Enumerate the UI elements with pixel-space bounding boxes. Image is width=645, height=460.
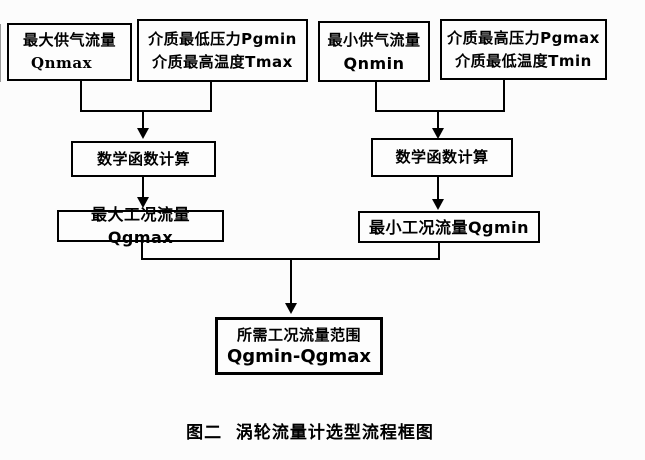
connector-left-to-math — [142, 112, 144, 130]
box-min-working-flow: 最小工况流量Qgmin — [358, 211, 540, 243]
connector-left-join — [80, 110, 212, 112]
connector-merge-join — [141, 258, 440, 260]
box-min-supply-flow-label: 最小供气流量 — [327, 30, 421, 49]
box-min-working-flow-label: 最小工况流量Qgmin — [368, 217, 530, 237]
box-math-function-right-label: 数学函数计算 — [395, 148, 489, 166]
box-max-working-flow: 最大工况流量Qgmax — [57, 205, 224, 247]
box-math-function-left: 数学函数计算 — [71, 141, 216, 177]
connector-pgmax-down — [503, 80, 505, 112]
box-max-supply-flow-label: 最大供气流量 — [22, 31, 116, 49]
box-min-pressure-label: 介质最低压力Pgmin — [148, 29, 297, 48]
box-min-pressure-max-temp: 介质最低压力Pgmin 介质最高温度Tmax — [137, 19, 308, 82]
box-max-supply-flow: 最大供气流量 Qnmax — [7, 23, 132, 81]
connector-qgmin-down — [438, 243, 440, 260]
box-math-function-left-label: 数学函数计算 — [96, 149, 190, 168]
box-min-temp-label: 介质最低温度Tmin — [455, 51, 592, 70]
connector-pgmin-down — [210, 82, 212, 112]
box-math-function-right: 数学函数计算 — [371, 138, 513, 177]
connector-qnmax-down — [80, 80, 82, 112]
connector-qgmax-down — [141, 242, 143, 260]
arrow-down-icon — [137, 128, 149, 139]
box-min-supply-flow: 最小供气流量 Qnmin — [318, 21, 430, 82]
figure-caption: 图二 涡轮流量计选型流程框图 — [186, 423, 434, 443]
connector-merge-to-result — [290, 260, 292, 304]
arrow-down-icon — [432, 199, 444, 210]
arrow-down-icon — [137, 197, 149, 208]
box-required-flow-range: 所需工况流量范围 Qgmin-Qgmax — [215, 317, 383, 375]
connector-qnmin-down — [375, 82, 377, 112]
box-max-working-flow-label: 最大工况流量Qgmax — [90, 205, 190, 247]
box-required-flow-range-label: 所需工况流量范围 — [236, 326, 361, 344]
connector-math-to-qgmax — [142, 177, 144, 198]
arrow-down-icon — [285, 303, 297, 314]
box-max-pressure-label: 介质最高压力Pgmax — [447, 28, 600, 47]
connector-right-join — [375, 110, 505, 112]
arrow-down-icon — [432, 128, 444, 139]
connector-right-to-math — [437, 112, 439, 130]
box-max-supply-flow-symbol: Qnmax — [31, 54, 93, 72]
box-required-flow-range-value: Qgmin-Qgmax — [226, 346, 372, 367]
connector-math-to-qgmin — [437, 177, 439, 199]
box-max-temp-label: 介质最高温度Tmax — [152, 52, 293, 71]
box-max-pressure-min-temp: 介质最高压力Pgmax 介质最低温度Tmin — [440, 19, 607, 80]
scan-edge-artifact — [0, 24, 1, 82]
box-min-supply-flow-symbol: Qnmin — [343, 53, 405, 73]
